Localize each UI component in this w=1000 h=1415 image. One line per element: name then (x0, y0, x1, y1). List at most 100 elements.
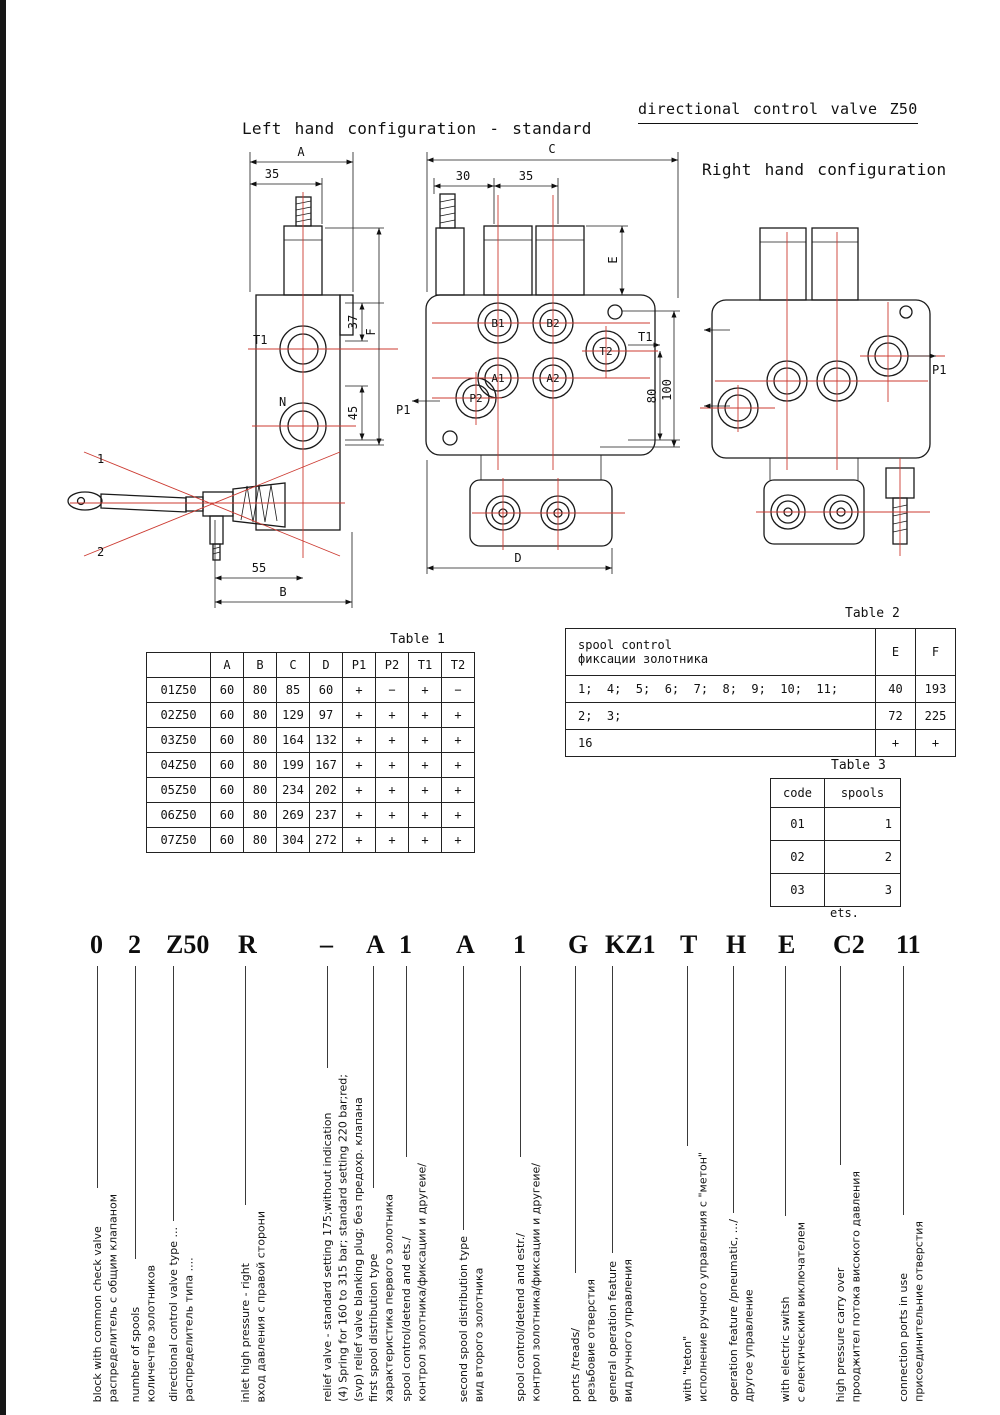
order-code-leader-line (245, 966, 246, 1205)
table-cell: 60 (210, 702, 244, 728)
table-cell: + (441, 752, 475, 778)
dim-55-label: 55 (252, 561, 266, 575)
table-cell: + (408, 727, 442, 753)
lever-position-1-label: 1 (97, 452, 104, 466)
table-1-header: B (243, 652, 277, 678)
dim-37-label: 37 (346, 315, 360, 329)
port-p1-right-label: P1 (932, 363, 946, 377)
bolt-hole-top-right (607, 304, 623, 320)
order-code-label: spool control/detend and estr./контрол з… (513, 1163, 544, 1402)
order-code-leader-line (575, 966, 576, 1273)
table-cell: 234 (276, 777, 310, 803)
table-2-header-row: spool control фиксации золотника E F (565, 628, 956, 676)
right-config-title: Right hand configuration (702, 160, 947, 179)
order-code-char: G (568, 930, 589, 959)
port-b1-label: B1 (491, 317, 504, 330)
table-1-title: Table 1 (390, 632, 445, 647)
dim-c-label: C (548, 142, 555, 156)
order-code-label: relief valve - standard setting 175;with… (320, 1074, 366, 1402)
table-cell: 60 (309, 677, 343, 703)
order-code-label-line: spool control/detend and estr./ (514, 1233, 527, 1402)
order-code-char: E (778, 930, 796, 959)
order-code-char: 2 (128, 930, 141, 959)
table-cell: 60 (210, 827, 244, 853)
front-valve-view: C 30 35 (396, 142, 680, 574)
order-code-label-line: high pressure carry over (834, 1267, 847, 1402)
order-code-leader-line (173, 966, 174, 1221)
table-cell: + (375, 727, 409, 753)
table-2-header-f: F (915, 628, 956, 676)
table-row: 16++ (565, 729, 956, 757)
table-cell: 269 (276, 802, 310, 828)
table-cell: + (441, 827, 475, 853)
order-code-char: – (320, 930, 333, 959)
right-hand-valve-view: P1 (700, 227, 946, 556)
port-n-label: N (279, 395, 286, 409)
port-a1-label: A1 (491, 372, 504, 385)
order-code-label-line: распределитель типа .... (182, 1257, 196, 1402)
order-code-label-line: резьбовие отверстия (584, 1278, 598, 1402)
order-code-label: with "teton"исполнение ручного управлени… (680, 1152, 711, 1402)
order-code-label-line: вид второго золотника (472, 1267, 486, 1402)
table-cell: + (441, 702, 475, 728)
table-cell: 80 (243, 777, 277, 803)
dim-80-label: 80 (645, 389, 659, 403)
table-cell: − (375, 677, 409, 703)
table-cell: 01 (770, 807, 825, 841)
order-code-label-line: directional control valve type ... (167, 1227, 180, 1402)
table-2-header-e: E (875, 628, 916, 676)
order-code-char: T (680, 930, 698, 959)
table-cell: + (441, 727, 475, 753)
order-code-char: C2 (833, 930, 865, 959)
table-cell: 02 (770, 840, 825, 874)
table-1-header: C (276, 652, 310, 678)
table-cell: 129 (276, 702, 310, 728)
table-cell: 1; 4; 5; 6; 7; 8; 9; 10; 11; (565, 675, 876, 703)
table-cell: 97 (309, 702, 343, 728)
table-3-header-code: code (770, 778, 825, 808)
order-code-char: 11 (896, 930, 921, 959)
order-code-label-line: вид ручного управления (621, 1258, 635, 1402)
table-cell: 03Z50 (146, 727, 211, 753)
table-cell: + (408, 752, 442, 778)
dim-f-label: F (364, 328, 378, 335)
dim-a-label: A (297, 145, 305, 159)
order-code-label-line: general operation feature (606, 1260, 619, 1402)
order-code-leader-line (733, 966, 734, 1213)
table-cell: + (408, 677, 442, 703)
table-cell: 01Z50 (146, 677, 211, 703)
table-cell: + (441, 802, 475, 828)
table-cell: + (375, 702, 409, 728)
order-code-label-line: другое управление (742, 1289, 756, 1402)
table-cell: − (441, 677, 475, 703)
table-cell: 167 (309, 752, 343, 778)
port-t1-mid-label: T1 (638, 330, 652, 344)
order-code-label-line: ports /treads/ (569, 1327, 582, 1402)
table-cell: 225 (915, 702, 956, 730)
table-cell: 272 (309, 827, 343, 853)
order-code-leader-line (463, 966, 464, 1230)
order-code-label-line: распределитель с общим клапаном (106, 1193, 120, 1402)
order-code-leader-line (135, 966, 136, 1259)
table-cell: + (441, 777, 475, 803)
page-title: directional control valve Z50 (638, 100, 918, 124)
table-cell: 199 (276, 752, 310, 778)
dim-30-label: 30 (456, 169, 470, 183)
dim-100-label: 100 (660, 379, 674, 401)
table-cell: 80 (243, 727, 277, 753)
table-cell: + (408, 827, 442, 853)
order-code-label-line: with "teton" (681, 1335, 694, 1402)
